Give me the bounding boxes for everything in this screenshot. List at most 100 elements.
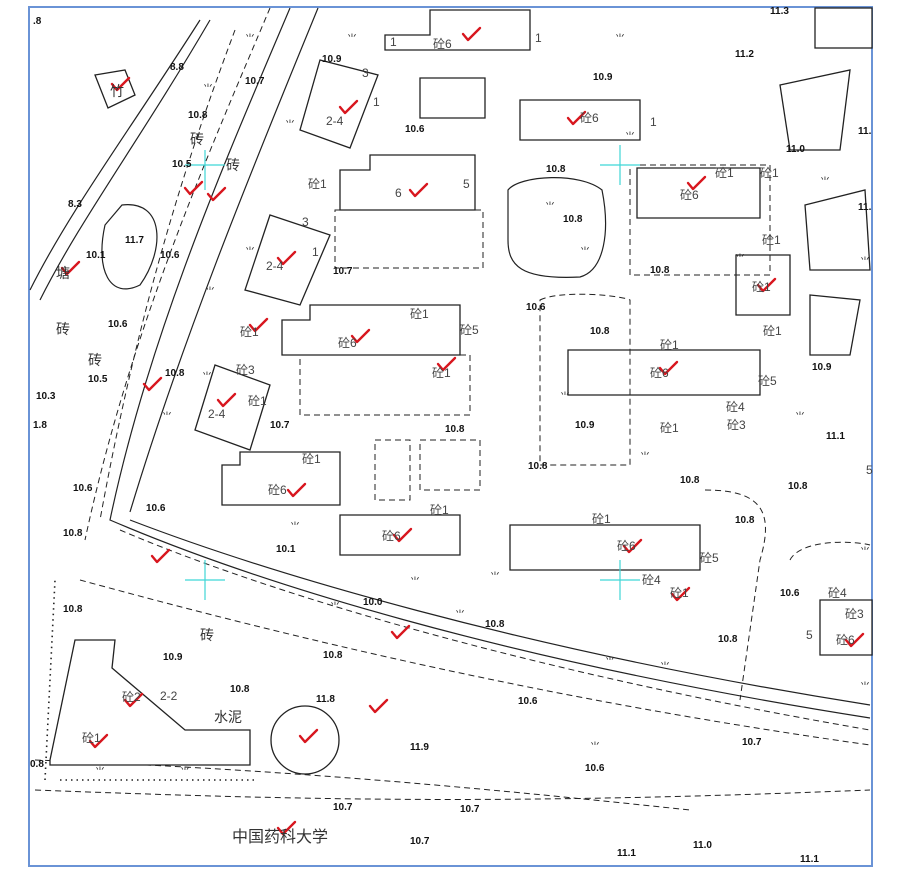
building-label: 1: [390, 35, 397, 49]
elevation-label: 10.7: [270, 420, 290, 431]
red-checkmarks: [60, 26, 865, 836]
elevation-label: 10.8: [63, 604, 83, 615]
elevation-label: 10.9: [163, 652, 183, 663]
building-label: 砼4: [642, 573, 661, 587]
building-label: 砼6: [617, 539, 636, 553]
checkmark-icon: [216, 392, 237, 408]
elevation-label: 11.1: [800, 854, 819, 865]
building-label: 砼6: [338, 336, 357, 350]
elevation-label: 10.6: [780, 588, 800, 599]
elevation-label: 11.: [858, 126, 872, 137]
building-label: 砼4: [726, 400, 745, 414]
checkmark-icon: [150, 548, 171, 564]
elevation-label: 10.1: [276, 544, 296, 555]
elevation-label: 10.6: [526, 302, 546, 313]
elevation-label: 10.8: [563, 214, 583, 225]
building-label: 2-2: [160, 689, 178, 703]
building-label: 5: [866, 463, 873, 477]
checkmark-icon: [286, 482, 307, 498]
building-label: 砼1: [592, 512, 611, 526]
elevation-label: 10.8: [63, 528, 83, 539]
checkmark-icon: [110, 76, 131, 92]
checkmark-icon: [461, 26, 482, 42]
building-label: 3: [302, 215, 309, 229]
elevation-label: 10.9: [593, 72, 613, 83]
dashed-boundaries: [44, 164, 871, 781]
elevation-label: 11.3: [770, 6, 789, 17]
elevation-label: 10.9: [812, 362, 832, 373]
building-label: 砼1: [763, 324, 782, 338]
elevation-label: 10.8: [528, 461, 548, 472]
building-label: 3: [362, 66, 369, 80]
elevation-label: 10.7: [333, 802, 353, 813]
grass-icon: ⺌: [203, 83, 213, 95]
checkmark-icon: [183, 180, 204, 196]
grass-icon: ⺌: [410, 576, 420, 588]
checkmark-icon: [276, 820, 297, 836]
elevation-label: 10.8: [485, 619, 505, 630]
elevation-label: 10.8: [546, 164, 566, 175]
grass-icon: ⺌: [640, 451, 650, 463]
grass-icon: ⺌: [820, 176, 830, 188]
building-label: 2-4: [208, 407, 226, 421]
grass-icon: ⺌: [860, 546, 870, 558]
elevation-label: 11.0: [786, 144, 805, 155]
grass-icon: ⺌: [95, 766, 105, 778]
crosshair-markers: [185, 145, 640, 600]
building-label: 1: [535, 31, 542, 45]
grass-icon: ⺌: [290, 521, 300, 533]
grass-icon: ⺌: [660, 661, 670, 673]
building-label: 砼1: [762, 233, 781, 247]
building-label: 砼5: [758, 374, 777, 388]
roads: [29, 7, 871, 811]
checkmark-icon: [622, 538, 643, 554]
checkmark-icon: [350, 328, 371, 344]
checkmark-icon: [686, 175, 707, 191]
checkmark-icon: [368, 698, 389, 714]
building-label: 1: [650, 115, 657, 129]
elevation-label: .8: [33, 16, 42, 27]
checkmark-icon: [88, 733, 109, 749]
crosshair-marker: [185, 150, 225, 190]
building-label: 砼3: [236, 363, 255, 377]
building-label: 砼1: [248, 394, 267, 408]
grass-symbols: ⺌⺌⺌⺌⺌⺌⺌⺌⺌⺌⺌⺌⺌⺌⺌⺌⺌⺌⺌⺌⺌⺌⺌⺌⺌⺌⺌⺌⺌⺌: [95, 33, 870, 778]
building-label: 砼1: [715, 166, 734, 180]
building-label: 砼5: [700, 551, 719, 565]
elevation-label: 10.7: [410, 836, 430, 847]
elevation-label: 11.1: [617, 848, 636, 859]
building-label: 5: [463, 177, 470, 191]
place-label: 塘: [56, 265, 70, 281]
checkmark-icon: [436, 356, 457, 372]
building-label: 2-4: [266, 259, 284, 273]
checkmark-icon: [248, 317, 269, 333]
building-label: 砼6: [433, 37, 452, 51]
building-label: 砼5: [460, 323, 479, 337]
building-label: 1: [312, 245, 319, 259]
checkmark-icon: [206, 186, 227, 202]
elevation-label: 10.8: [590, 326, 610, 337]
elevation-label: 11.9: [410, 742, 429, 753]
elevation-label: 10.8: [680, 475, 700, 486]
elevation-label: 11.1: [826, 431, 845, 442]
checkmark-icon: [658, 360, 679, 376]
building-label: 砼1: [308, 177, 327, 191]
checkmark-icon: [408, 182, 429, 198]
checkmark-icon: [123, 692, 144, 708]
elevation-label: 10.9: [322, 54, 342, 65]
checkmark-icon: [276, 250, 297, 266]
grass-icon: ⺌: [245, 33, 255, 45]
grass-icon: ⺌: [580, 246, 590, 258]
building-label: 砼1: [660, 421, 679, 435]
place-label: 砖: [56, 321, 70, 337]
place-label: 砖: [200, 627, 214, 643]
grass-icon: ⺌: [162, 411, 172, 423]
checkmark-icon: [566, 110, 587, 126]
elevation-label: 10.6: [73, 483, 93, 494]
grass-icon: ⺌: [590, 741, 600, 753]
grass-icon: ⺌: [347, 33, 357, 45]
grass-icon: ⺌: [330, 601, 340, 613]
buildings: [49, 7, 873, 775]
place-label: 竹: [110, 83, 124, 99]
